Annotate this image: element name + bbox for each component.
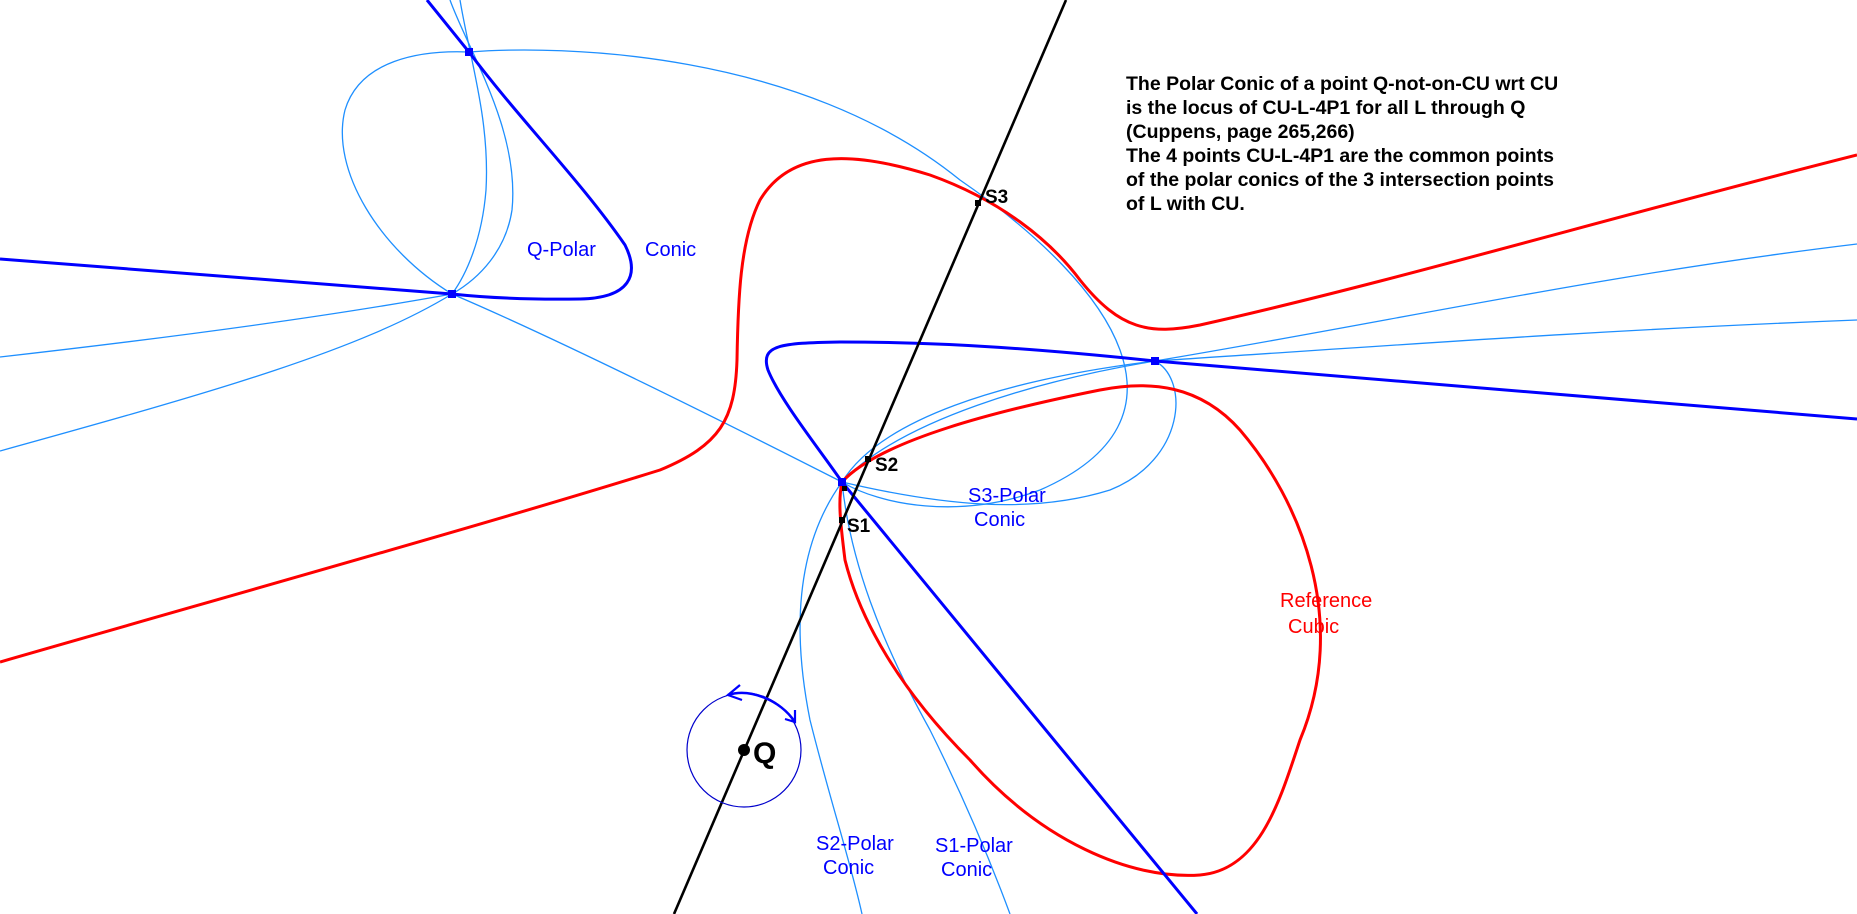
polar-conic-left-1[interactable] [0, 293, 453, 358]
rotation-arrow-icon[interactable] [727, 691, 797, 723]
polar-conic-right-1[interactable] [1154, 243, 1857, 362]
q-polar-conic-label: Conic [645, 239, 697, 261]
s1-label: S1 [847, 516, 871, 537]
s2-label: S2 [875, 455, 899, 476]
point-left[interactable] [448, 290, 456, 298]
description-line: is the locus of CU-L-4P1 for all L throu… [1126, 97, 1526, 119]
description-line: The Polar Conic of a point Q-not-on-CU w… [1126, 73, 1559, 95]
description-text: The Polar Conic of a point Q-not-on-CU w… [1126, 72, 1558, 216]
point-s3-marker[interactable] [975, 200, 981, 206]
reference-cubic-branch-oval[interactable] [838, 384, 1322, 877]
point-top[interactable] [465, 48, 473, 56]
point-q-marker[interactable] [738, 744, 750, 756]
reference-cubic-label: Cubic [1288, 616, 1340, 638]
point-right[interactable] [1151, 357, 1159, 365]
reference-label: Reference [1280, 590, 1373, 612]
s2-polar-conic-label: Conic [823, 857, 875, 879]
description-line: of the polar conics of the 3 intersectio… [1126, 169, 1554, 191]
s3-polar-conic[interactable] [341, 49, 1128, 508]
s1-polar-label: S1-Polar [935, 835, 1013, 857]
s2-polar-conic-upper[interactable] [449, 0, 514, 295]
s3-label: S3 [985, 187, 1009, 208]
reference-cubic-branch-outer[interactable] [0, 153, 1857, 664]
point-s2-marker[interactable] [865, 456, 871, 462]
s1-polar-conic-label: Conic [941, 859, 993, 881]
s2-polar-label: S2-Polar [816, 833, 894, 855]
rotation-arrowhead-right-icon [784, 710, 797, 724]
s2-polar-conic[interactable] [799, 481, 863, 914]
point-aux-marker [842, 486, 847, 491]
description-line: of L with CU. [1126, 193, 1245, 215]
point-center[interactable] [838, 478, 846, 486]
s3-polar-ellipse[interactable] [841, 360, 1177, 506]
q-polar-label: Q-Polar [527, 239, 596, 261]
description-line: The 4 points CU-L-4P1 are the common poi… [1126, 145, 1554, 167]
intersection-points [448, 48, 1159, 756]
q-label: Q [753, 737, 777, 770]
q-polar-conic-branch-left[interactable] [0, 0, 633, 301]
q-polar-conic-branch-right[interactable] [764, 340, 1857, 914]
rotation-arrowhead-left-icon [725, 684, 743, 702]
s3-polar-label: S3-Polar [968, 485, 1046, 507]
reference-cubic [0, 153, 1857, 877]
polar-conic-right-2[interactable] [1154, 319, 1857, 362]
s1-polar-conic[interactable] [841, 481, 1011, 914]
description-line: (Cuppens, page 265,266) [1126, 121, 1355, 143]
s3-polar-conic-label: Conic [974, 509, 1026, 531]
point-s1-marker[interactable] [839, 517, 845, 523]
polar-conic-left-2[interactable] [0, 293, 453, 452]
